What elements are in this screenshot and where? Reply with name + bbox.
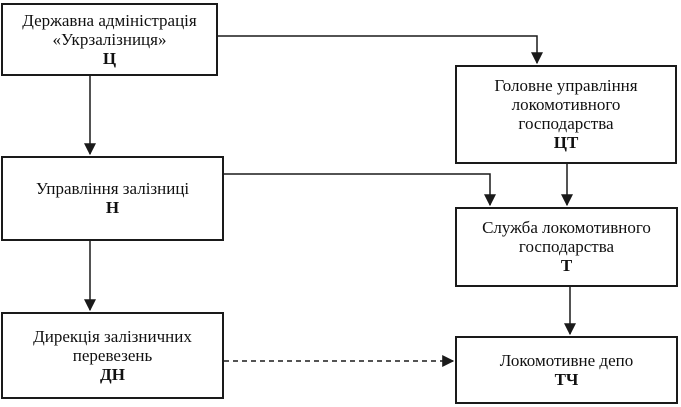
node-code: ЦТ <box>553 133 579 152</box>
node-label-line: Дирекція залізничних <box>33 326 192 346</box>
node-label-line: Локомотивне депо <box>499 350 634 370</box>
node-railway-administration: Управління залізниці Н <box>1 156 224 241</box>
node-label-line: локомотивного <box>511 95 621 114</box>
node-label-line: Управління залізниці <box>35 179 190 198</box>
node-label-line: перевезень <box>72 345 153 365</box>
node-label-line: «Укрзалізниця» <box>52 29 167 49</box>
node-label-line: Державна адміністрація <box>22 10 197 30</box>
node-label-line: господарства <box>518 237 615 256</box>
edge-c-ct <box>218 35 543 65</box>
node-locomotive-depot: Локомотивне депо ТЧ <box>455 336 678 404</box>
node-code: ТЧ <box>554 369 579 389</box>
node-label-line: господарства <box>518 114 614 133</box>
node-code: ДН <box>100 364 125 384</box>
node-locomotive-service: Служба локомотивного господарства Т <box>455 207 678 287</box>
node-label-line: Служба локомотивного <box>482 218 651 237</box>
node-label-line: Головне управління <box>494 76 638 95</box>
node-code: Н <box>105 198 120 217</box>
node-ukrzaliznytsia: Державна адміністрація «Укрзалізниця» Ц <box>1 3 218 76</box>
node-transport-directorate: Дирекція залізничних перевезень ДН <box>1 312 224 399</box>
node-code: Т <box>560 256 573 275</box>
node-main-locomotive-directorate: Головне управління локомотивного господа… <box>455 65 677 164</box>
edge-n-t <box>224 173 496 207</box>
node-code: Ц <box>102 48 117 68</box>
